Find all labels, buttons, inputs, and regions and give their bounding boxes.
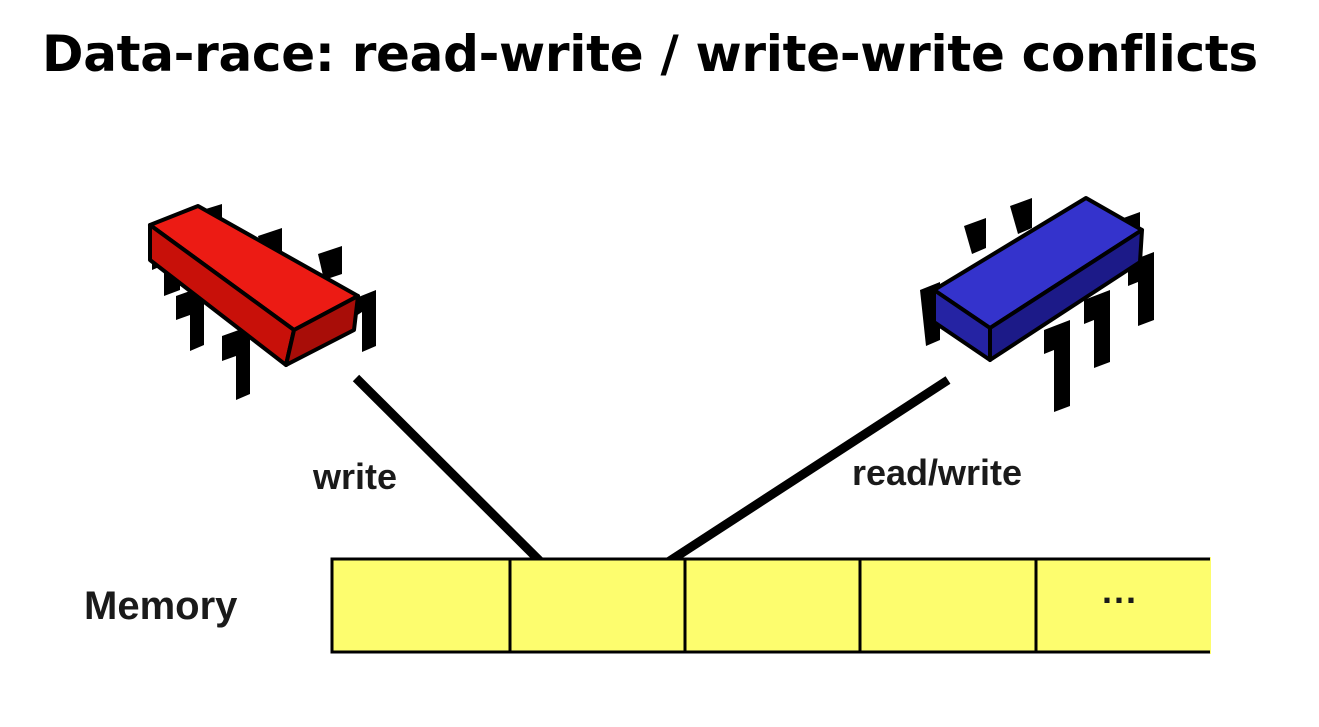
- memory-cell: [683, 557, 862, 654]
- memory-label: Memory: [84, 584, 238, 628]
- read-write-label: read/write: [852, 452, 1023, 493]
- memory-array: [330, 555, 1221, 656]
- blue-chip-side: [988, 228, 1144, 362]
- memory-cell: [1034, 557, 1214, 654]
- memory-cell: [858, 557, 1038, 654]
- memory-ellipsis: ...: [1102, 570, 1139, 611]
- write-label: write: [313, 456, 398, 497]
- slide-title: Data-race: read-write / write-write conf…: [42, 25, 1258, 83]
- memory-cell-target: [508, 557, 687, 654]
- red-chip-side: [284, 294, 360, 367]
- red-processor-icon: [148, 204, 376, 400]
- blue-processor-icon: [920, 196, 1154, 412]
- memory-cell: [330, 557, 512, 654]
